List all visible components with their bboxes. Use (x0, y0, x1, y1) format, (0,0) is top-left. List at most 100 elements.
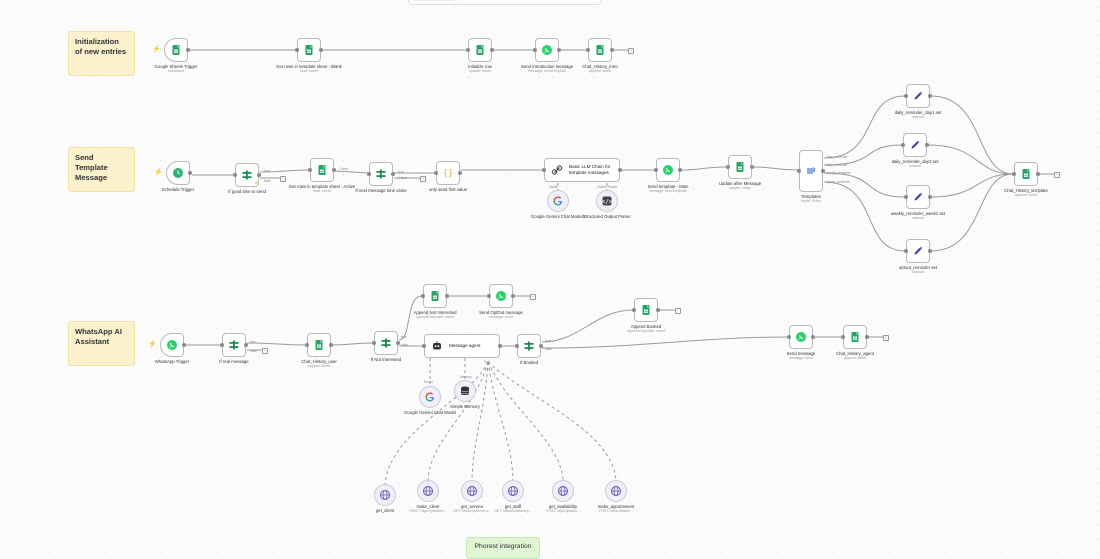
node-append-booked[interactable] (634, 298, 658, 322)
input-port[interactable] (841, 335, 845, 339)
node-templates[interactable] (799, 150, 823, 192)
node-get-client[interactable] (374, 484, 396, 506)
input-port[interactable] (308, 168, 312, 172)
node-daily-reminder-day1-set[interactable] (906, 84, 930, 108)
output-port[interactable] (186, 48, 190, 52)
node-send-optout-message[interactable] (489, 284, 513, 308)
input-port[interactable] (305, 343, 309, 347)
node-google-gemini-chat-model[interactable] (419, 386, 441, 408)
node-make-client[interactable] (417, 480, 439, 502)
node-google-gemini-chat-model1[interactable] (547, 190, 569, 212)
output-port[interactable] (610, 48, 614, 52)
input-port[interactable] (422, 344, 426, 348)
node-append-not-interested[interactable] (423, 284, 447, 308)
input-port[interactable] (904, 249, 908, 253)
output-port[interactable] (928, 249, 932, 253)
input-port[interactable] (586, 48, 590, 52)
output-port[interactable] (319, 48, 323, 52)
output-port[interactable] (539, 344, 543, 348)
input-port[interactable] (367, 172, 371, 176)
input-port[interactable] (726, 165, 730, 169)
output-port[interactable] (244, 343, 248, 347)
node-structured-output-parser[interactable]: </> (596, 190, 618, 212)
node-get-availability[interactable] (552, 480, 574, 502)
top-toolbar[interactable] (408, 0, 602, 5)
node-send-introduction-message[interactable] (535, 38, 559, 62)
input-port[interactable] (295, 48, 299, 52)
node-chat-history-agent[interactable] (843, 325, 867, 349)
output-port[interactable] (865, 335, 869, 339)
node-if-next-message-time-came[interactable] (369, 162, 393, 186)
node-update-after-message[interactable] (728, 155, 752, 179)
input-port[interactable] (515, 344, 519, 348)
add-node-button[interactable]: + (628, 48, 634, 54)
output-port[interactable] (257, 173, 261, 177)
sticky-note-template[interactable]: Send Template Message (68, 147, 135, 192)
input-port[interactable] (233, 173, 237, 177)
input-port[interactable] (466, 48, 470, 52)
node-simple-memory[interactable] (454, 380, 476, 402)
sticky-note-init[interactable]: Initialization of new entries (68, 31, 135, 76)
input-port[interactable] (787, 335, 791, 339)
node-whatsapp-trigger[interactable] (160, 333, 184, 357)
output-port[interactable] (656, 308, 660, 312)
input-port[interactable] (434, 171, 438, 175)
input-port[interactable] (421, 294, 425, 298)
input-port[interactable] (533, 48, 537, 52)
input-port[interactable] (797, 169, 801, 173)
sticky-note-phorest[interactable]: Phorest integration (466, 537, 540, 559)
node-make-appointment[interactable] (605, 480, 627, 502)
output-port[interactable] (750, 165, 754, 169)
output-port[interactable] (329, 343, 333, 347)
node-get-service[interactable] (461, 480, 483, 502)
node-chat-history-user[interactable] (307, 333, 331, 357)
output-port[interactable] (925, 143, 929, 147)
node-get-rows-in-template-sheet-active[interactable] (310, 158, 334, 182)
add-node-button[interactable]: + (262, 348, 268, 354)
output-port[interactable] (391, 172, 395, 176)
input-port[interactable] (901, 143, 905, 147)
input-port[interactable] (632, 308, 636, 312)
output-port[interactable] (498, 344, 502, 348)
output-port[interactable] (821, 169, 825, 173)
output-port[interactable] (396, 341, 400, 345)
node-google-sheets-trigger[interactable] (164, 38, 188, 62)
node-daily-reminder-day2-set[interactable] (903, 133, 927, 157)
output-port[interactable] (332, 168, 336, 172)
output-port[interactable] (1036, 172, 1040, 176)
input-port[interactable] (220, 343, 224, 347)
output-port[interactable] (490, 48, 494, 52)
node-if-not-interested[interactable] (374, 331, 398, 355)
add-node-button[interactable]: + (530, 294, 536, 300)
output-port[interactable] (182, 343, 186, 347)
node-optout-reminder-set[interactable] (906, 239, 930, 263)
output-port[interactable] (188, 171, 192, 175)
input-port[interactable] (904, 195, 908, 199)
add-node-button[interactable]: + (420, 176, 426, 182)
node-weekly-reminder-week1-set[interactable] (906, 185, 930, 209)
input-port[interactable] (1012, 172, 1016, 176)
node-only-send-first-value[interactable]: {} (436, 161, 460, 185)
node-chat-history-intro[interactable] (588, 38, 612, 62)
output-port[interactable] (557, 48, 561, 52)
node-get-staff[interactable] (502, 480, 524, 502)
input-port[interactable] (487, 294, 491, 298)
node-if-real-message[interactable] (222, 333, 246, 357)
node-send-message[interactable] (789, 325, 813, 349)
output-port[interactable] (445, 294, 449, 298)
add-node-button[interactable]: + (1054, 172, 1060, 178)
node-basic-llm-chain-for-template-messages[interactable]: Basic LLM Chain for template messages (544, 158, 620, 182)
add-node-button[interactable]: + (883, 335, 889, 341)
toolbar-tab[interactable] (413, 0, 457, 1)
input-port[interactable] (372, 341, 376, 345)
output-port[interactable] (511, 294, 515, 298)
node-initialize-row[interactable] (468, 38, 492, 62)
node-chat-history-template[interactable] (1014, 162, 1038, 186)
input-port[interactable] (654, 168, 658, 172)
node-if-booked[interactable] (517, 334, 541, 358)
sticky-note-whatsapp[interactable]: WhatsApp AI Assistant (68, 321, 135, 366)
output-port[interactable] (811, 335, 815, 339)
add-node-button[interactable]: + (675, 308, 681, 314)
node-schedule-trigger[interactable] (166, 161, 190, 185)
